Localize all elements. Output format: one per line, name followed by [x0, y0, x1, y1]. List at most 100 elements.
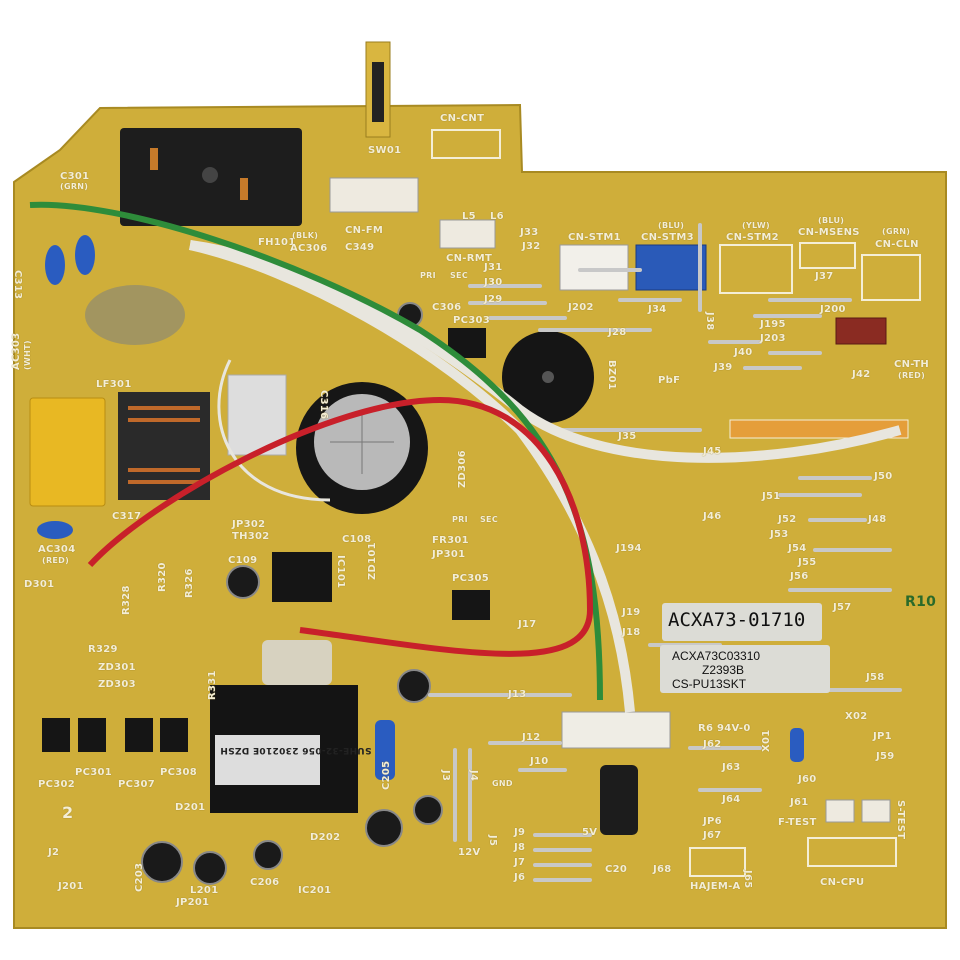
silkscreen-label: SEC [480, 515, 498, 524]
silkscreen-label: BZ01 [606, 360, 617, 390]
silkscreen-label: PRI [452, 515, 468, 524]
handwritten-mark: R10 [905, 594, 937, 610]
silkscreen-label: J29 [484, 294, 503, 305]
silkscreen-label: J40 [734, 347, 753, 358]
silkscreen-label: J56 [790, 571, 809, 582]
silkscreen-label: PC301 [75, 767, 113, 778]
silkscreen-label: J17 [518, 619, 537, 630]
silkscreen-label: J54 [788, 543, 807, 554]
silkscreen-label: J39 [714, 362, 733, 373]
connector-cn-th [835, 317, 887, 345]
silkscreen-label: JP301 [432, 549, 466, 560]
silkscreen-label: JP1 [873, 731, 892, 742]
silkscreen-label: CN-RMT [446, 253, 493, 264]
silkscreen-label: R331 [207, 670, 218, 700]
silkscreen-label: J57 [833, 602, 852, 613]
silkscreen-label: J52 [778, 514, 797, 525]
silkscreen-label: LF301 [96, 379, 132, 390]
silkscreen-label: PC302 [38, 779, 76, 790]
silkscreen-label: D201 [175, 802, 206, 813]
silkscreen-label: J4 [468, 770, 479, 782]
silkscreen-label: PRI [420, 271, 436, 280]
connector-12pin [729, 419, 909, 439]
silkscreen-label: J9 [514, 827, 526, 838]
connector-hajem-a [689, 847, 746, 877]
silkscreen-label: J59 [876, 751, 895, 762]
silkscreen-label: D301 [24, 579, 55, 590]
silkscreen-label: J200 [820, 304, 846, 315]
connector-cn-stm2 [719, 244, 793, 294]
silkscreen-label: R6 94V-0 [698, 723, 751, 734]
silkscreen-label: C301 [60, 171, 90, 182]
silkscreen-label: CN-CLN [875, 239, 919, 250]
silkscreen-label: CN-CPU [820, 877, 865, 888]
wire-white-bundle [189, 240, 902, 463]
silkscreen-label: (BLU) [818, 216, 845, 225]
silkscreen-label: C205 [381, 760, 392, 790]
silkscreen-label: R326 [184, 568, 195, 598]
silkscreen-label: C203 [134, 862, 145, 892]
silkscreen-label: C109 [228, 555, 258, 566]
connector-cn-cpu [807, 837, 897, 867]
silkscreen-label: J58 [866, 672, 885, 683]
silkscreen-label: J30 [484, 277, 503, 288]
silkscreen-label: J7 [514, 857, 526, 868]
connector-s-test [861, 799, 891, 823]
silkscreen-label: JP302 [232, 519, 266, 530]
silkscreen-label: L6 [490, 211, 504, 222]
silkscreen-label: J68 [653, 864, 672, 875]
wire-red [87, 396, 594, 657]
silkscreen-label: J62 [703, 739, 722, 750]
connector-cn-cln [861, 254, 921, 301]
silkscreen-label: J31 [484, 262, 503, 273]
silkscreen-label: J64 [722, 794, 741, 805]
silkscreen-label: JP201 [176, 897, 210, 908]
silkscreen-label: J13 [508, 689, 527, 700]
silkscreen-label: CN-STM2 [726, 232, 779, 243]
silkscreen-label: PbF [658, 375, 681, 386]
silkscreen-label: (GRN) [60, 182, 89, 191]
silkscreen-label: (WHT) [23, 340, 32, 370]
connector-cn-msens [799, 242, 856, 269]
model-line-1: ACXA73C03310 [672, 649, 761, 663]
silkscreen-label: J37 [815, 271, 834, 282]
silkscreen-label: J10 [530, 756, 549, 767]
silkscreen-label: TH302 [232, 531, 270, 542]
connector-cn-fm [329, 177, 419, 213]
silkscreen-label: J2 [48, 847, 60, 858]
pc305 [452, 590, 490, 620]
silkscreen-label: J46 [703, 511, 722, 522]
silkscreen-label: J6 [514, 872, 526, 883]
silkscreen-label: J19 [622, 607, 641, 618]
silkscreen-label: CN-CNT [440, 113, 485, 124]
connector-cn-cnt [431, 129, 501, 159]
silkscreen-label: IC201 [298, 885, 332, 896]
silkscreen-label: J32 [522, 241, 541, 252]
silkscreen-label: (GRN) [882, 227, 911, 236]
transformer-label: SUHE-32-056 230210E DZSH [220, 745, 372, 755]
silkscreen-label: J55 [798, 557, 817, 568]
silkscreen-label: PC308 [160, 767, 198, 778]
silkscreen-label: C313 [12, 270, 23, 300]
silkscreen-label: JP6 [703, 816, 722, 827]
silkscreen-label: J48 [868, 514, 887, 525]
silkscreen-label: J203 [760, 333, 786, 344]
silkscreen-label: J195 [760, 319, 786, 330]
silkscreen-label: J45 [703, 446, 722, 457]
silkscreen-label: J12 [522, 732, 541, 743]
silkscreen-label: ZD306 [457, 450, 468, 488]
silkscreen-label: J65 [742, 870, 753, 889]
silkscreen-label: AC306 [290, 243, 328, 254]
silkscreen-label: PC303 [453, 315, 491, 326]
silkscreen-label: AC303 [11, 332, 22, 370]
connector-cn-rmt [439, 219, 496, 249]
silkscreen-label: J61 [790, 797, 809, 808]
silkscreen-label: D202 [310, 832, 341, 843]
silkscreen-label: C349 [345, 242, 375, 253]
silkscreen-label: J63 [722, 762, 741, 773]
silkscreen-label: PC307 [118, 779, 156, 790]
silkscreen-label: J67 [703, 830, 722, 841]
silkscreen-label: J34 [648, 304, 667, 315]
silkscreen-label: J28 [608, 327, 627, 338]
silkscreen-label: J60 [798, 774, 817, 785]
